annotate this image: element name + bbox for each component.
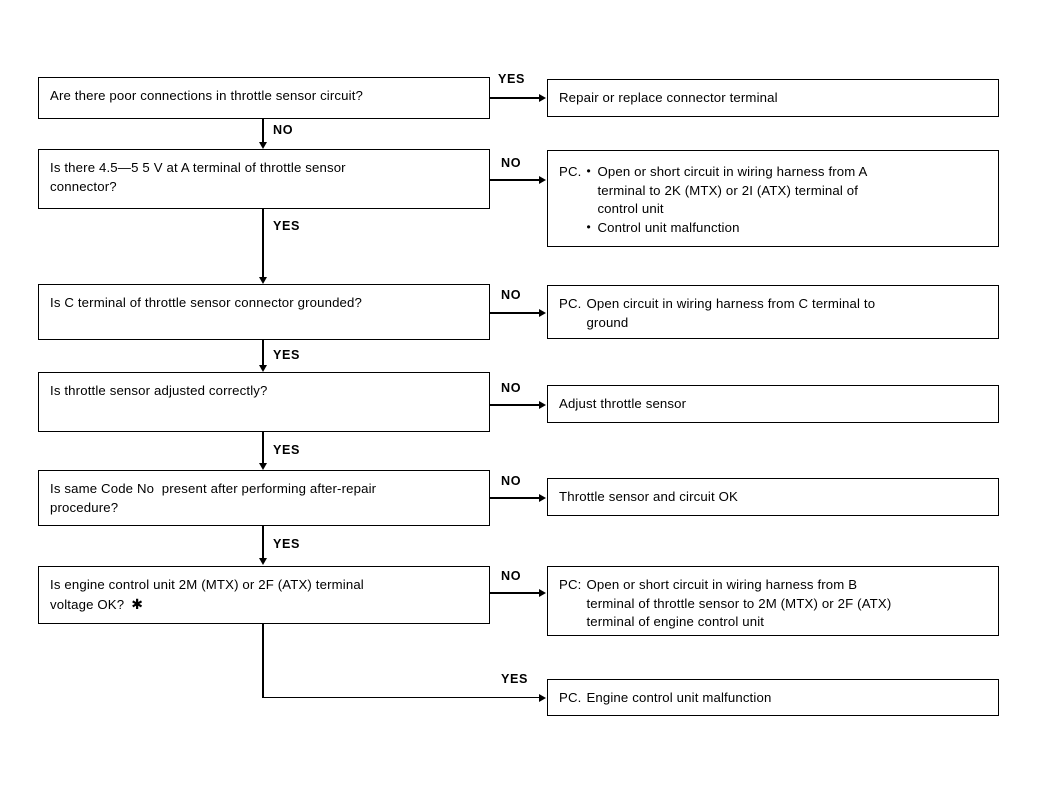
edge-label-q4-no: NO	[501, 381, 522, 395]
result-7-content: PC. Engine control unit malfunction	[559, 689, 988, 708]
footnote-star-icon: ✱	[131, 595, 143, 612]
question-node-4[interactable]: Is throttle sensor adjusted correctly?	[38, 372, 490, 432]
result-6-content: PC: Open or short circuit in wiring harn…	[559, 576, 988, 632]
edge-q2-yes-arrowhead	[258, 277, 267, 284]
question-6-line-1: Is engine control unit 2M (MTX) or 2F (A…	[50, 577, 364, 592]
edge-label-q4-yes: YES	[273, 443, 300, 457]
result-6-prefix: PC:	[559, 577, 582, 592]
edge-q4-no-line	[490, 404, 540, 406]
question-1-line-1: Are there poor connections in throttle s…	[50, 88, 364, 103]
edge-label-q2-yes: YES	[273, 219, 300, 233]
question-2-line-2: connector?	[50, 178, 117, 194]
question-node-1[interactable]: Are there poor connections in throttle s…	[38, 77, 490, 119]
result-node-6[interactable]: PC: Open or short circuit in wiring harn…	[547, 566, 999, 636]
result-3-prefix: PC.	[559, 296, 582, 311]
question-5-line-1: Is same Code No present after performing…	[50, 481, 377, 496]
edge-q4-yes-line	[262, 432, 264, 464]
edge-q6-yes-vertical	[262, 624, 264, 698]
edge-label-q1-yes: YES	[498, 72, 525, 86]
result-7-prefix: PC.	[559, 690, 582, 705]
result-6-line-1: Open or short circuit in wiring harness …	[586, 577, 858, 592]
question-4-line-1: Is throttle sensor adjusted correctly?	[50, 383, 268, 398]
edge-q3-yes-arrowhead	[258, 365, 267, 372]
result-2-bullet-2: Control unit malfunction	[586, 219, 867, 238]
result-node-1[interactable]: Repair or replace connector terminal	[547, 79, 999, 117]
result-3-content: PC. Open circuit in wiring harness from …	[559, 295, 988, 332]
result-node-3[interactable]: PC. Open circuit in wiring harness from …	[547, 285, 999, 339]
edge-q4-yes-arrowhead	[258, 463, 267, 470]
question-node-2[interactable]: Is there 4.5—5 5 V at A terminal of thro…	[38, 149, 490, 209]
edge-q1-no-line	[262, 119, 264, 143]
edge-q3-no-line	[490, 312, 540, 314]
result-2-prefix: PC.	[559, 164, 582, 179]
edge-label-q6-no: NO	[501, 569, 522, 583]
result-2-content: PC. Open or short circuit in wiring harn…	[559, 162, 988, 238]
edge-q6-yes-horizontal	[262, 696, 540, 699]
question-6-line-2-text: voltage OK?	[50, 596, 125, 612]
edge-q5-yes-arrowhead	[258, 558, 267, 565]
edge-q2-no-arrowhead	[539, 175, 546, 184]
result-6-line-3: terminal of engine control unit	[586, 614, 765, 630]
question-5-line-2: procedure?	[50, 499, 119, 515]
result-7-line-1: Engine control unit malfunction	[586, 690, 772, 705]
result-3-line-1: Open circuit in wiring harness from C te…	[586, 296, 876, 311]
edge-label-q6-yes: YES	[501, 672, 528, 686]
result-5-line-1: Throttle sensor and circuit OK	[559, 489, 738, 504]
edge-label-q3-no: NO	[501, 288, 522, 302]
edge-q2-no-line	[490, 179, 540, 181]
result-2-bullet-1: Open or short circuit in wiring harness …	[586, 162, 867, 219]
result-3-line-2: ground	[586, 314, 629, 330]
question-3-line-1: Is C terminal of throttle sensor connect…	[50, 295, 363, 310]
edge-q1-yes-arrowhead	[539, 93, 546, 102]
result-node-7[interactable]: PC. Engine control unit malfunction	[547, 679, 999, 716]
edge-q1-yes-line	[490, 97, 540, 99]
result-3-body: Open circuit in wiring harness from C te…	[586, 295, 988, 332]
result-6-body: Open or short circuit in wiring harness …	[586, 576, 988, 632]
edge-label-q2-no: NO	[501, 156, 522, 170]
edge-q3-no-arrowhead	[539, 308, 546, 317]
result-4-line-1: Adjust throttle sensor	[559, 396, 687, 411]
edge-q2-yes-line	[262, 209, 264, 278]
edge-label-q5-no: NO	[501, 474, 522, 488]
question-node-5[interactable]: Is same Code No present after performing…	[38, 470, 490, 526]
edge-q5-no-arrowhead	[539, 493, 546, 502]
edge-q3-yes-line	[262, 340, 264, 366]
result-1-line-1: Repair or replace connector terminal	[559, 90, 778, 105]
result-2-bullet-list: Open or short circuit in wiring harness …	[586, 162, 867, 238]
edge-q6-no-arrowhead	[539, 588, 546, 597]
edge-label-q5-yes: YES	[273, 537, 300, 551]
question-6-line-2: voltage OK? ✱	[50, 595, 479, 615]
edge-q1-no-arrowhead	[258, 142, 267, 149]
result-node-5[interactable]: Throttle sensor and circuit OK	[547, 478, 999, 516]
edge-label-q1-no: NO	[273, 123, 294, 137]
result-node-2[interactable]: PC. Open or short circuit in wiring harn…	[547, 150, 999, 247]
edge-label-q3-yes: YES	[273, 348, 300, 362]
edge-q6-no-line	[490, 592, 540, 594]
question-node-6[interactable]: Is engine control unit 2M (MTX) or 2F (A…	[38, 566, 490, 624]
edge-q5-yes-line	[262, 526, 264, 559]
question-node-3[interactable]: Is C terminal of throttle sensor connect…	[38, 284, 490, 340]
edge-q5-no-line	[490, 497, 540, 499]
edge-q6-yes-arrowhead	[539, 693, 546, 702]
result-6-line-2: terminal of throttle sensor to 2M (MTX) …	[586, 595, 892, 611]
result-node-4[interactable]: Adjust throttle sensor	[547, 385, 999, 423]
result-7-body: Engine control unit malfunction	[586, 689, 988, 708]
question-2-line-1: Is there 4.5—5 5 V at A terminal of thro…	[50, 160, 346, 175]
edge-q4-no-arrowhead	[539, 400, 546, 409]
